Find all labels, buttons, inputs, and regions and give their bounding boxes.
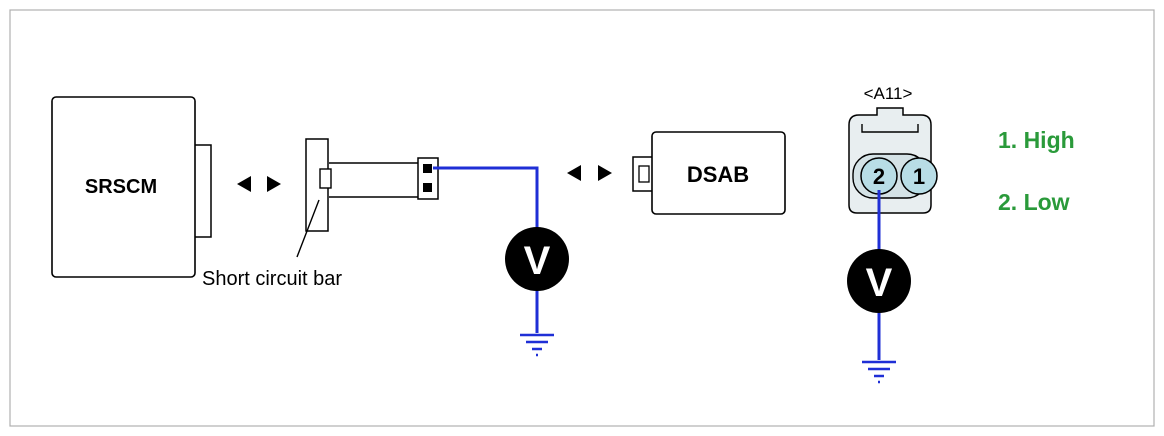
short-circuit-bar-slot xyxy=(319,168,332,189)
legend-item-low: 2. Low xyxy=(998,189,1070,215)
left-meter-wire xyxy=(433,166,539,228)
a11-pin-2-label: 2 xyxy=(873,164,885,189)
dsab-box xyxy=(651,131,786,215)
dsab-label: DSAB xyxy=(687,162,749,187)
terminal-pin-bottom xyxy=(423,183,432,192)
right-voltmeter: V xyxy=(847,249,911,313)
connection-arrow-right xyxy=(567,165,612,181)
left-voltmeter-label: V xyxy=(524,239,551,283)
srscm-connector-tab xyxy=(193,144,212,238)
srscm-box xyxy=(51,96,196,278)
srscm-label: SRSCM xyxy=(85,176,157,198)
terminal-pin-top xyxy=(423,164,432,173)
a11-connector-latch xyxy=(861,124,919,133)
left-voltmeter: V xyxy=(505,227,569,291)
short-circuit-bar: Short circuit bar xyxy=(202,138,439,290)
srscm-module: SRSCM xyxy=(51,96,212,278)
connection-arrow-left xyxy=(237,176,281,192)
dsab-module: DSAB xyxy=(632,131,786,215)
a11-connector: <A11> 2 1 xyxy=(848,84,938,214)
a11-pin-1-label: 1 xyxy=(913,164,925,189)
legend-item-high: 1. High xyxy=(998,127,1075,153)
left-ground-icon xyxy=(520,333,554,357)
a11-pin-1 xyxy=(900,157,938,195)
dsab-connector-slot xyxy=(638,165,650,183)
short-circuit-bar-leader xyxy=(296,199,320,258)
short-circuit-bar-label: Short circuit bar xyxy=(202,268,342,290)
a11-connector-label: <A11> xyxy=(864,84,913,103)
right-ground-icon xyxy=(862,360,896,384)
right-voltmeter-label: V xyxy=(866,261,893,305)
